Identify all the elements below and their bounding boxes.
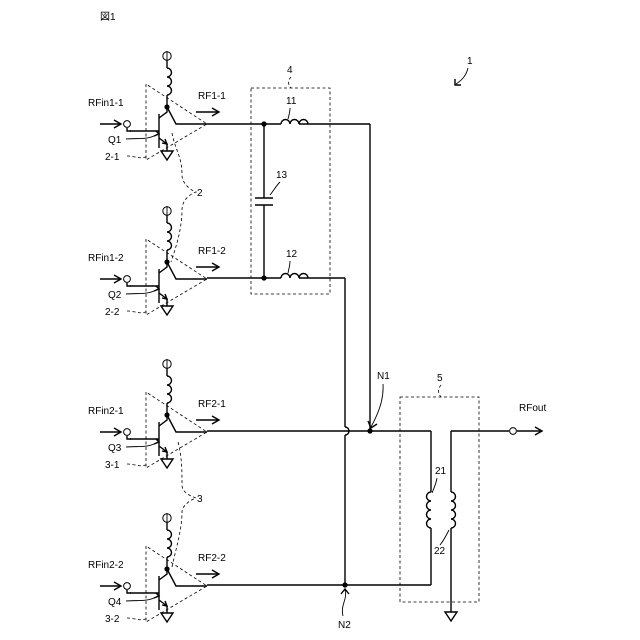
transistor-leader — [126, 442, 158, 447]
primary-coil-21 — [427, 492, 432, 528]
ref-label: 3-1 — [105, 460, 120, 471]
ground-icon — [161, 459, 173, 468]
input-connect — [127, 283, 131, 286]
transistor-label: Q1 — [108, 135, 122, 146]
output-lead — [167, 415, 207, 432]
input-label: RFin1-2 — [88, 253, 124, 264]
transistor-leader-arrowhead — [154, 131, 159, 136]
ref-leader — [127, 618, 148, 620]
ref-leader — [127, 156, 148, 158]
choke-inductor-icon — [167, 68, 172, 95]
primary-coil-label: 21 — [435, 466, 447, 477]
group-2-label: 2 — [197, 188, 203, 199]
node-n2-label: N2 — [338, 620, 351, 631]
secondary-ground-icon — [445, 612, 457, 621]
ref-label: 2-2 — [105, 307, 120, 318]
ground-icon — [161, 306, 173, 315]
secondary-coil-leader — [440, 530, 449, 545]
inductor-12-leader — [288, 261, 290, 273]
node-dot-bottom — [261, 275, 266, 280]
transistor-leader — [126, 134, 158, 139]
transistor-label: Q4 — [108, 597, 122, 608]
inductor-11-leader — [288, 108, 290, 119]
group-3-label: 3 — [197, 494, 203, 505]
figure-title: 図1 — [100, 11, 116, 23]
ref-label: 3-2 — [105, 614, 120, 625]
device-leader — [456, 68, 468, 84]
output-lead — [167, 107, 207, 124]
ref-leader — [127, 311, 148, 313]
inductor-11-label: 11 — [286, 96, 297, 107]
transistor-label: Q2 — [108, 290, 122, 301]
output-lead — [167, 262, 207, 279]
node-n1-label: N1 — [377, 371, 390, 382]
ref-label: 2-1 — [105, 152, 120, 163]
input-connect — [127, 128, 131, 131]
amplifier-stage-4: RFin2-2Q4 RF2-2 3-2 — [88, 513, 226, 625]
transistor-leader — [126, 596, 158, 601]
input-connect — [127, 590, 131, 593]
node-n1-leader — [371, 384, 383, 427]
choke-inductor-icon — [167, 223, 172, 250]
device-label: 1 — [467, 56, 473, 67]
ref-leader — [127, 464, 148, 466]
transistor-label: Q3 — [108, 443, 122, 454]
output-label: RFout — [519, 403, 546, 414]
secondary-coil-22 — [451, 492, 456, 528]
node-n2-dot — [342, 582, 347, 587]
choke-inductor-icon — [167, 376, 172, 403]
secondary-coil-label: 22 — [434, 546, 446, 557]
transistor-leader-arrowhead — [154, 286, 159, 291]
capacitor-13-leader — [270, 182, 280, 195]
node-n2-leader — [342, 590, 345, 616]
ground-icon — [161, 151, 173, 160]
input-connect — [127, 436, 131, 439]
group-3-brace — [172, 442, 196, 567]
amplifier-stage-3: RFin2-1Q3 RF2-1 3-1 — [88, 359, 226, 471]
capacitor-13-label: 13 — [276, 170, 288, 181]
input-terminal — [124, 276, 131, 283]
ground-icon — [161, 613, 173, 622]
transistor-leader-arrowhead — [154, 593, 159, 598]
primary-coil-leader — [432, 478, 437, 493]
rf-output-label: RF2-2 — [198, 553, 226, 564]
combiner-leader — [289, 77, 292, 88]
input-terminal — [124, 121, 131, 128]
combiner-label: 4 — [287, 65, 293, 76]
amplifier-stage-1: RFin1-1Q1 RF1-1 2-1 — [88, 51, 226, 163]
rf-output-label: RF1-1 — [198, 91, 226, 102]
transformer-leader — [439, 385, 442, 397]
combiner-box — [251, 88, 330, 294]
input-terminal — [124, 583, 131, 590]
input-label: RFin1-1 — [88, 98, 124, 109]
transistor-leader — [126, 289, 158, 294]
rf-output-label: RF2-1 — [198, 399, 226, 410]
rf-output-label: RF1-2 — [198, 246, 226, 257]
output-terminal — [510, 428, 517, 435]
transistor-leader-arrowhead — [154, 439, 159, 444]
group-2-brace — [171, 133, 196, 262]
inductor-12-label: 12 — [286, 249, 298, 260]
node-n1-dot — [367, 428, 372, 433]
amplifier-stage-2: RFin1-2Q2 RF1-2 2-2 — [88, 206, 226, 318]
device-leader-arrowhead — [455, 79, 461, 85]
input-label: RFin2-1 — [88, 406, 124, 417]
choke-inductor-icon — [167, 530, 172, 557]
input-terminal — [124, 429, 131, 436]
output-lead — [167, 569, 207, 586]
transformer-label: 5 — [437, 373, 443, 384]
transformer-box — [400, 397, 479, 602]
input-label: RFin2-2 — [88, 560, 124, 571]
